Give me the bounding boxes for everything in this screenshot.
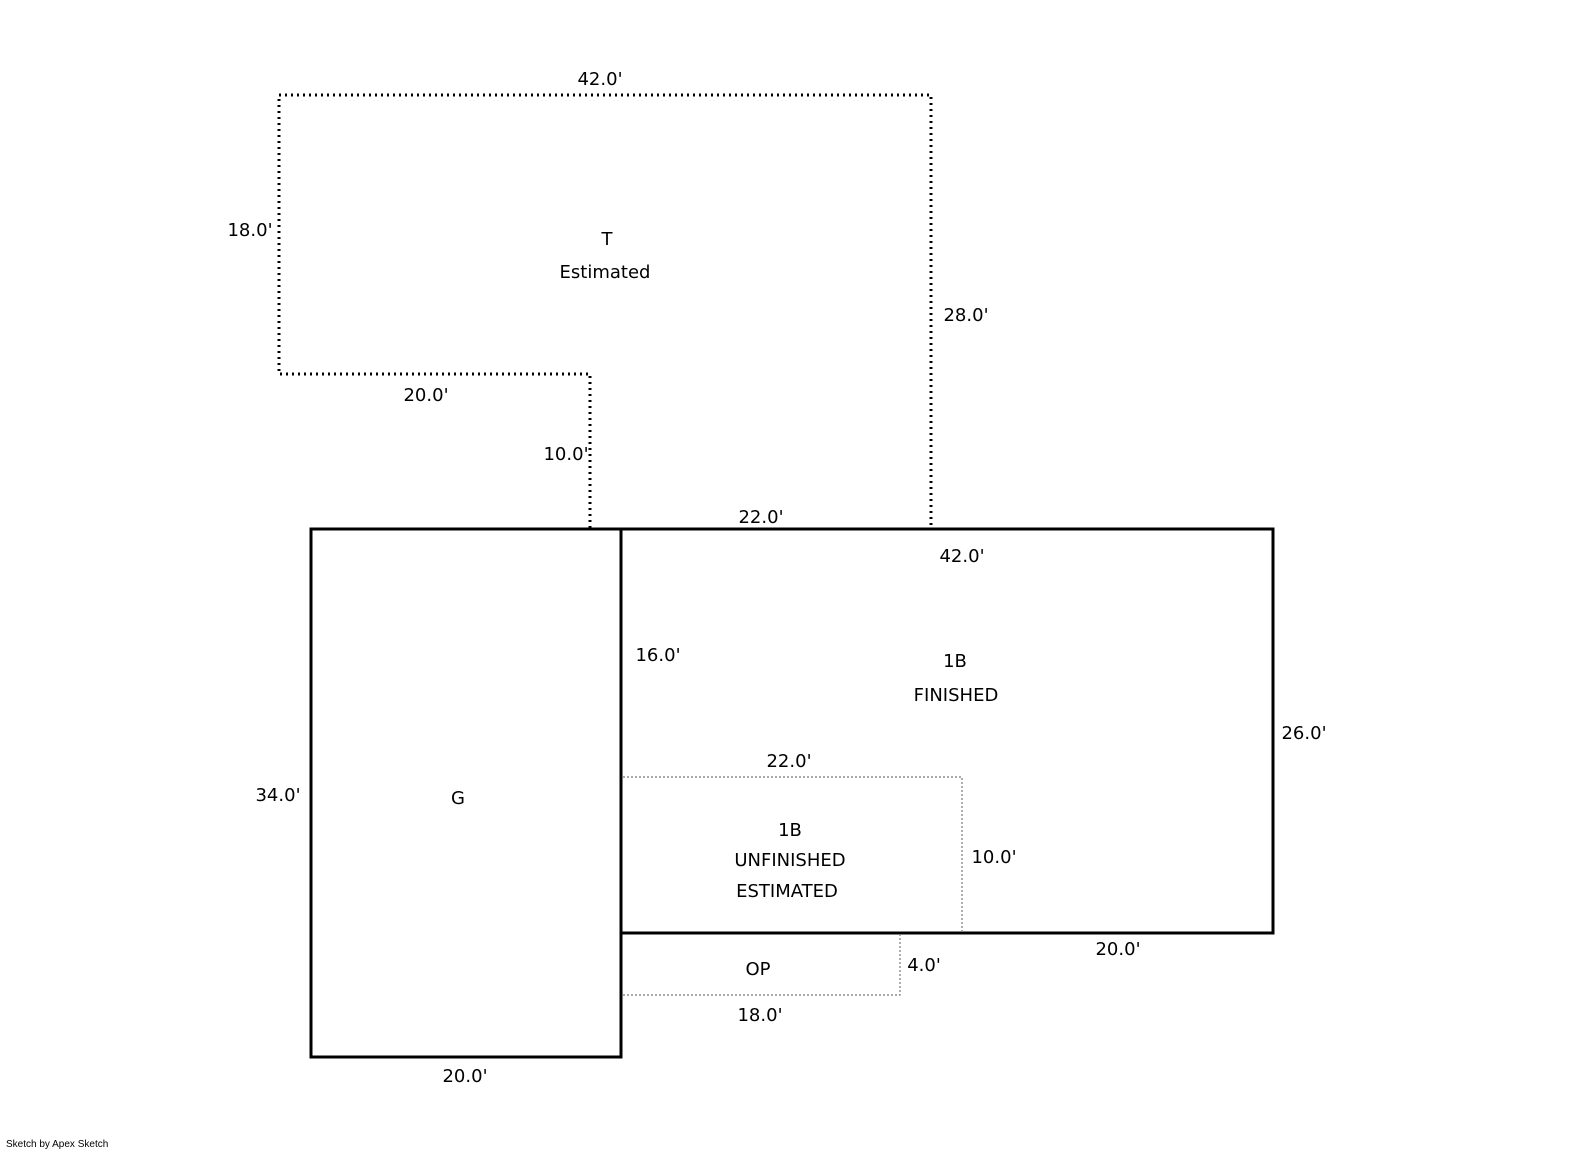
g-area-code: G (451, 788, 465, 809)
dim-op-bottom: 18.0' (737, 1005, 782, 1026)
t-area-outline (277, 93, 933, 528)
dim-t-left: 18.0' (227, 220, 272, 241)
g-area-outline (309, 527, 623, 1059)
unfinished-area-outline (623, 776, 963, 931)
dim-t-step: 10.0' (543, 444, 588, 465)
dim-fin-top: 42.0' (939, 546, 984, 567)
op-area-outline (623, 935, 901, 996)
t-area-note: Estimated (560, 262, 651, 283)
finished-area-note: FINISHED (914, 685, 999, 706)
finished-area-outline (619, 527, 1275, 935)
unfinished-area-code: 1B (778, 820, 802, 841)
dim-g-bottom: 20.0' (442, 1066, 487, 1087)
dim-t-right: 28.0' (943, 305, 988, 326)
dim-t-top: 42.0' (577, 69, 622, 90)
op-area-code: OP (745, 959, 770, 980)
dim-op-right: 4.0' (907, 955, 941, 976)
dim-unf-top: 22.0' (766, 751, 811, 772)
unfinished-area-note: UNFINISHED (734, 850, 845, 871)
finished-area-code: 1B (943, 651, 967, 672)
dim-fin-left: 16.0' (635, 645, 680, 666)
dim-unf-right: 10.0' (971, 847, 1016, 868)
dim-fin-bottom: 20.0' (1095, 939, 1140, 960)
dim-t-bottom: 20.0' (403, 385, 448, 406)
dim-fin-right: 26.0' (1281, 723, 1326, 744)
dim-t-base: 22.0' (738, 507, 783, 528)
t-area-code: T (601, 229, 614, 250)
dim-g-left: 34.0' (255, 785, 300, 806)
sketch-credit: Sketch by Apex Sketch (6, 1139, 109, 1150)
unfinished-area-note2: ESTIMATED (736, 881, 838, 902)
